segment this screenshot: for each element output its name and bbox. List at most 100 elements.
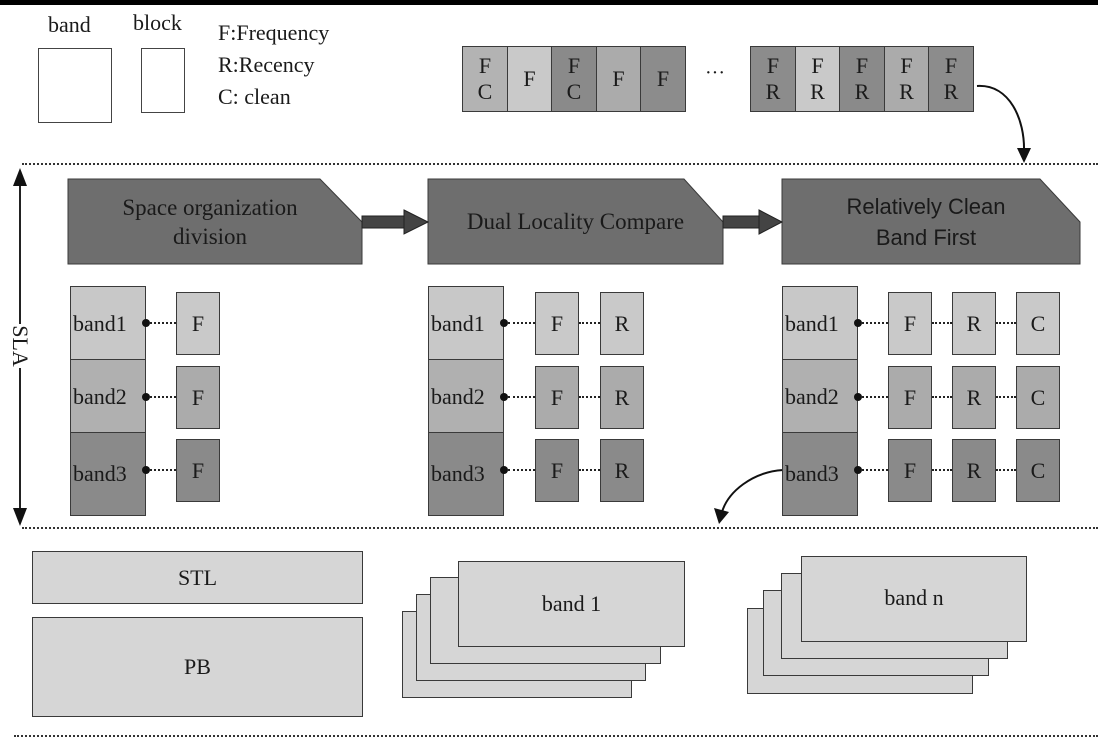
stage-1-title-line1: Space organization bbox=[122, 194, 298, 220]
connector-line bbox=[862, 322, 888, 324]
separator-bottom bbox=[14, 735, 1098, 737]
legend-clean: C: clean bbox=[218, 84, 291, 109]
stage-1-title-line2: division bbox=[172, 223, 248, 249]
stage-2-band3-block-R: R bbox=[600, 439, 644, 502]
stage-1-band2-block-F: F bbox=[176, 366, 220, 429]
stage-1-band2: band2 bbox=[70, 359, 146, 434]
connector-line bbox=[862, 396, 888, 398]
stackn-layer-1: band n bbox=[801, 556, 1027, 642]
connector-dot bbox=[142, 466, 150, 474]
block-letter: F bbox=[523, 66, 536, 91]
stage-2-band3-block-F: F bbox=[535, 439, 579, 502]
pb-box: PB bbox=[32, 617, 363, 717]
stage-2-band1-block-R: R bbox=[600, 292, 644, 355]
stage-3-shape bbox=[781, 178, 1081, 265]
curved-arrow-top bbox=[976, 84, 1026, 153]
connector-line bbox=[579, 322, 600, 324]
stage-3-band1-block-R: R bbox=[952, 292, 996, 355]
stage-2-band3: band3 bbox=[428, 432, 504, 516]
separator-middle bbox=[22, 527, 1098, 529]
legend-band-box bbox=[38, 48, 112, 123]
connector-line bbox=[932, 322, 952, 324]
stage-2-title: Dual Locality Compare bbox=[428, 179, 723, 264]
block-letter: R bbox=[765, 79, 781, 104]
sla-arrow-down-icon bbox=[13, 508, 27, 526]
stage-3-band3-block-C: C bbox=[1016, 439, 1060, 502]
separator-top bbox=[22, 163, 1098, 165]
stage-2-band2: band2 bbox=[428, 359, 504, 434]
sequence-left-block: F bbox=[506, 46, 553, 112]
stage-2-band1-block-F: F bbox=[535, 292, 579, 355]
sla-label: SLA bbox=[6, 324, 34, 368]
block-letter: F bbox=[944, 53, 958, 78]
legend-block-label: block bbox=[133, 10, 182, 35]
stage-2-title-line1: Dual Locality Compare bbox=[466, 208, 685, 234]
connector-line bbox=[996, 322, 1016, 324]
stage-2-band2-block-F: F bbox=[535, 366, 579, 429]
stage-2-band1: band1 bbox=[428, 286, 504, 361]
stage-arrow-1 bbox=[361, 215, 407, 229]
stage-1-band1-block-F: F bbox=[176, 292, 220, 355]
block-letter: F bbox=[478, 53, 492, 78]
block-letter: R bbox=[943, 79, 959, 104]
stage-2-shape bbox=[427, 178, 724, 265]
connector-dot bbox=[500, 466, 508, 474]
block-letter: F bbox=[900, 53, 913, 78]
connector-line bbox=[579, 396, 600, 398]
connector-dot bbox=[142, 319, 150, 327]
stage-3-title: Relatively Clean Band First bbox=[782, 179, 1080, 264]
stage-1-band3: band3 bbox=[70, 432, 146, 516]
stage-3-band2-block-F: F bbox=[888, 366, 932, 429]
connector-line bbox=[150, 469, 176, 471]
stage-3-band2-block-R: R bbox=[952, 366, 996, 429]
block-letter: F bbox=[612, 66, 625, 91]
stage-1-band3-block-F: F bbox=[176, 439, 220, 502]
block-letter: F bbox=[811, 53, 824, 78]
stl-box: STL bbox=[32, 551, 363, 604]
stage-1-band1: band1 bbox=[70, 286, 146, 361]
stage-3-band3-block-F: F bbox=[888, 439, 932, 502]
stage-3-band2: band2 bbox=[782, 359, 858, 434]
block-letter: R bbox=[810, 79, 825, 104]
curved-arrow-bottom bbox=[721, 469, 784, 513]
connector-dot bbox=[854, 319, 862, 327]
stackn-label: band n bbox=[884, 585, 944, 610]
block-letter: C bbox=[566, 79, 582, 104]
block-letter: F bbox=[855, 53, 869, 78]
connector-line bbox=[508, 396, 535, 398]
sequence-left-block: F bbox=[595, 46, 642, 112]
curved-arrow-bottom-head-icon bbox=[714, 508, 729, 524]
sla-arrow-up-icon bbox=[13, 168, 27, 186]
block-letter: F bbox=[567, 53, 581, 78]
connector-line bbox=[862, 469, 888, 471]
connector-line bbox=[579, 469, 600, 471]
curved-arrow-top-head-icon bbox=[1017, 148, 1031, 163]
connector-dot bbox=[500, 393, 508, 401]
stage-3-band1-block-C: C bbox=[1016, 292, 1060, 355]
block-letter: C bbox=[477, 79, 493, 104]
legend-recency: R:Recency bbox=[218, 52, 315, 77]
stack1-layer-1: band 1 bbox=[458, 561, 685, 647]
connector-dot bbox=[854, 466, 862, 474]
stage-1-title: Space organization division bbox=[68, 179, 362, 264]
sequence-ellipsis: ··· bbox=[705, 62, 725, 84]
top-border bbox=[0, 0, 1098, 5]
block-letter: R bbox=[854, 79, 870, 104]
stage-2-band2-block-R: R bbox=[600, 366, 644, 429]
legend-frequency: F:Frequency bbox=[218, 20, 330, 45]
connector-line bbox=[996, 396, 1016, 398]
stage-arrow-2 bbox=[722, 215, 762, 229]
connector-dot bbox=[142, 393, 150, 401]
block-letter: R bbox=[899, 79, 914, 104]
connector-line bbox=[932, 396, 952, 398]
connector-dot bbox=[854, 393, 862, 401]
connector-line bbox=[508, 322, 535, 324]
stage-3-title-line1: Relatively Clean bbox=[846, 193, 1006, 219]
stage-3-band2-block-C: C bbox=[1016, 366, 1060, 429]
stage-3-band1-block-F: F bbox=[888, 292, 932, 355]
